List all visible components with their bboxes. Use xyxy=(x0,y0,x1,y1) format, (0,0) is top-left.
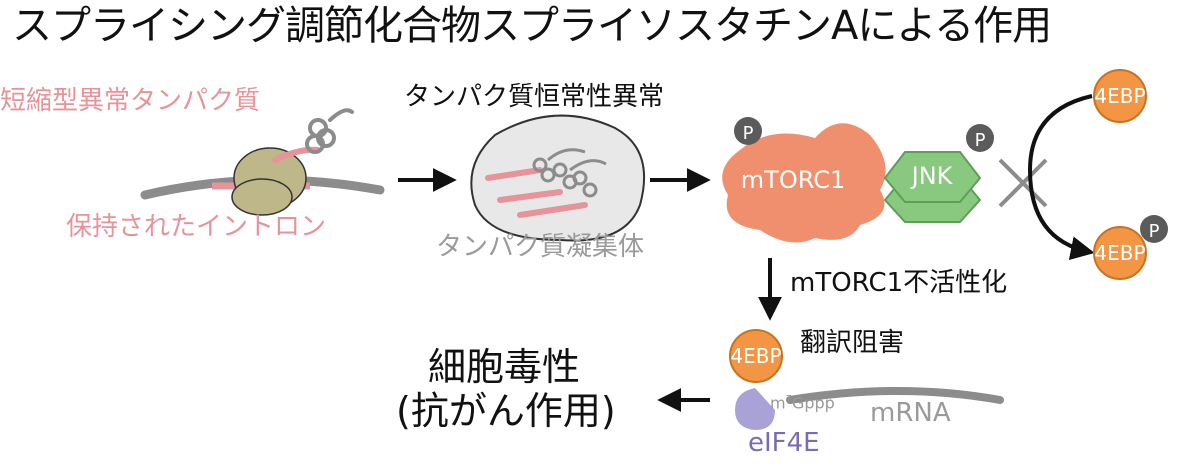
translation-inhibition-label: 翻訳阻害 xyxy=(800,328,905,358)
svg-text:4EBP: 4EBP xyxy=(1094,241,1145,265)
mtorc1-inactivation-label: mTORC1不活性化 xyxy=(790,268,1008,298)
jnk-kinase: JNK xyxy=(883,151,982,223)
mtorc1-complex: mTORC1 xyxy=(722,123,886,243)
phospho-badge-mtorc1: P xyxy=(734,117,762,145)
ribosome-small-subunit xyxy=(231,178,293,216)
fourebp-phosphorylated: 4EBP xyxy=(1093,226,1147,280)
fourebp-bottom: 4EBP xyxy=(729,329,783,383)
cap-label: m7Gppp xyxy=(770,393,835,413)
mtorc1-label: mTORC1 xyxy=(741,166,845,194)
mrna-strand-bottom xyxy=(786,387,1004,404)
retained-intron-label: 保持されたイントロン xyxy=(66,212,327,242)
anticancer-label: (抗がん作用) xyxy=(396,389,616,433)
ribosome-with-mrna xyxy=(140,108,385,216)
protein-aggregate-blob xyxy=(470,114,646,242)
nascent-peptide xyxy=(272,146,321,163)
svg-text:P: P xyxy=(743,123,754,144)
fourebp-top: 4EBP xyxy=(1093,69,1147,123)
eif4e-shape xyxy=(735,388,775,430)
jnk-label: JNK xyxy=(910,162,954,190)
diagram-title: スプライシング調節化合物スプライソスタチンAによる作用 xyxy=(12,3,1052,49)
cytotoxicity-label: 細胞毒性 xyxy=(428,345,581,389)
eif4e-label: eIF4E xyxy=(748,428,820,458)
truncated-protein-icon xyxy=(305,108,354,154)
phosphorylation-arrow xyxy=(1027,94,1095,260)
aggregate-label: タンパク質凝集体 xyxy=(436,232,645,262)
svg-text:4EBP: 4EBP xyxy=(1094,84,1145,108)
svg-text:P: P xyxy=(1149,221,1160,242)
phospho-badge-4ebp: P xyxy=(1140,215,1168,243)
proteostasis-label: タンパク質恒常性異常 xyxy=(404,82,665,112)
blocked-x-icon xyxy=(998,158,1048,208)
mrna-label: mRNA xyxy=(870,398,951,428)
truncated-protein-label: 短縮型異常タンパク質 xyxy=(0,86,261,116)
svg-text:P: P xyxy=(975,130,986,151)
svg-text:4EBP: 4EBP xyxy=(730,344,781,368)
phospho-badge-jnk: P xyxy=(966,124,994,152)
